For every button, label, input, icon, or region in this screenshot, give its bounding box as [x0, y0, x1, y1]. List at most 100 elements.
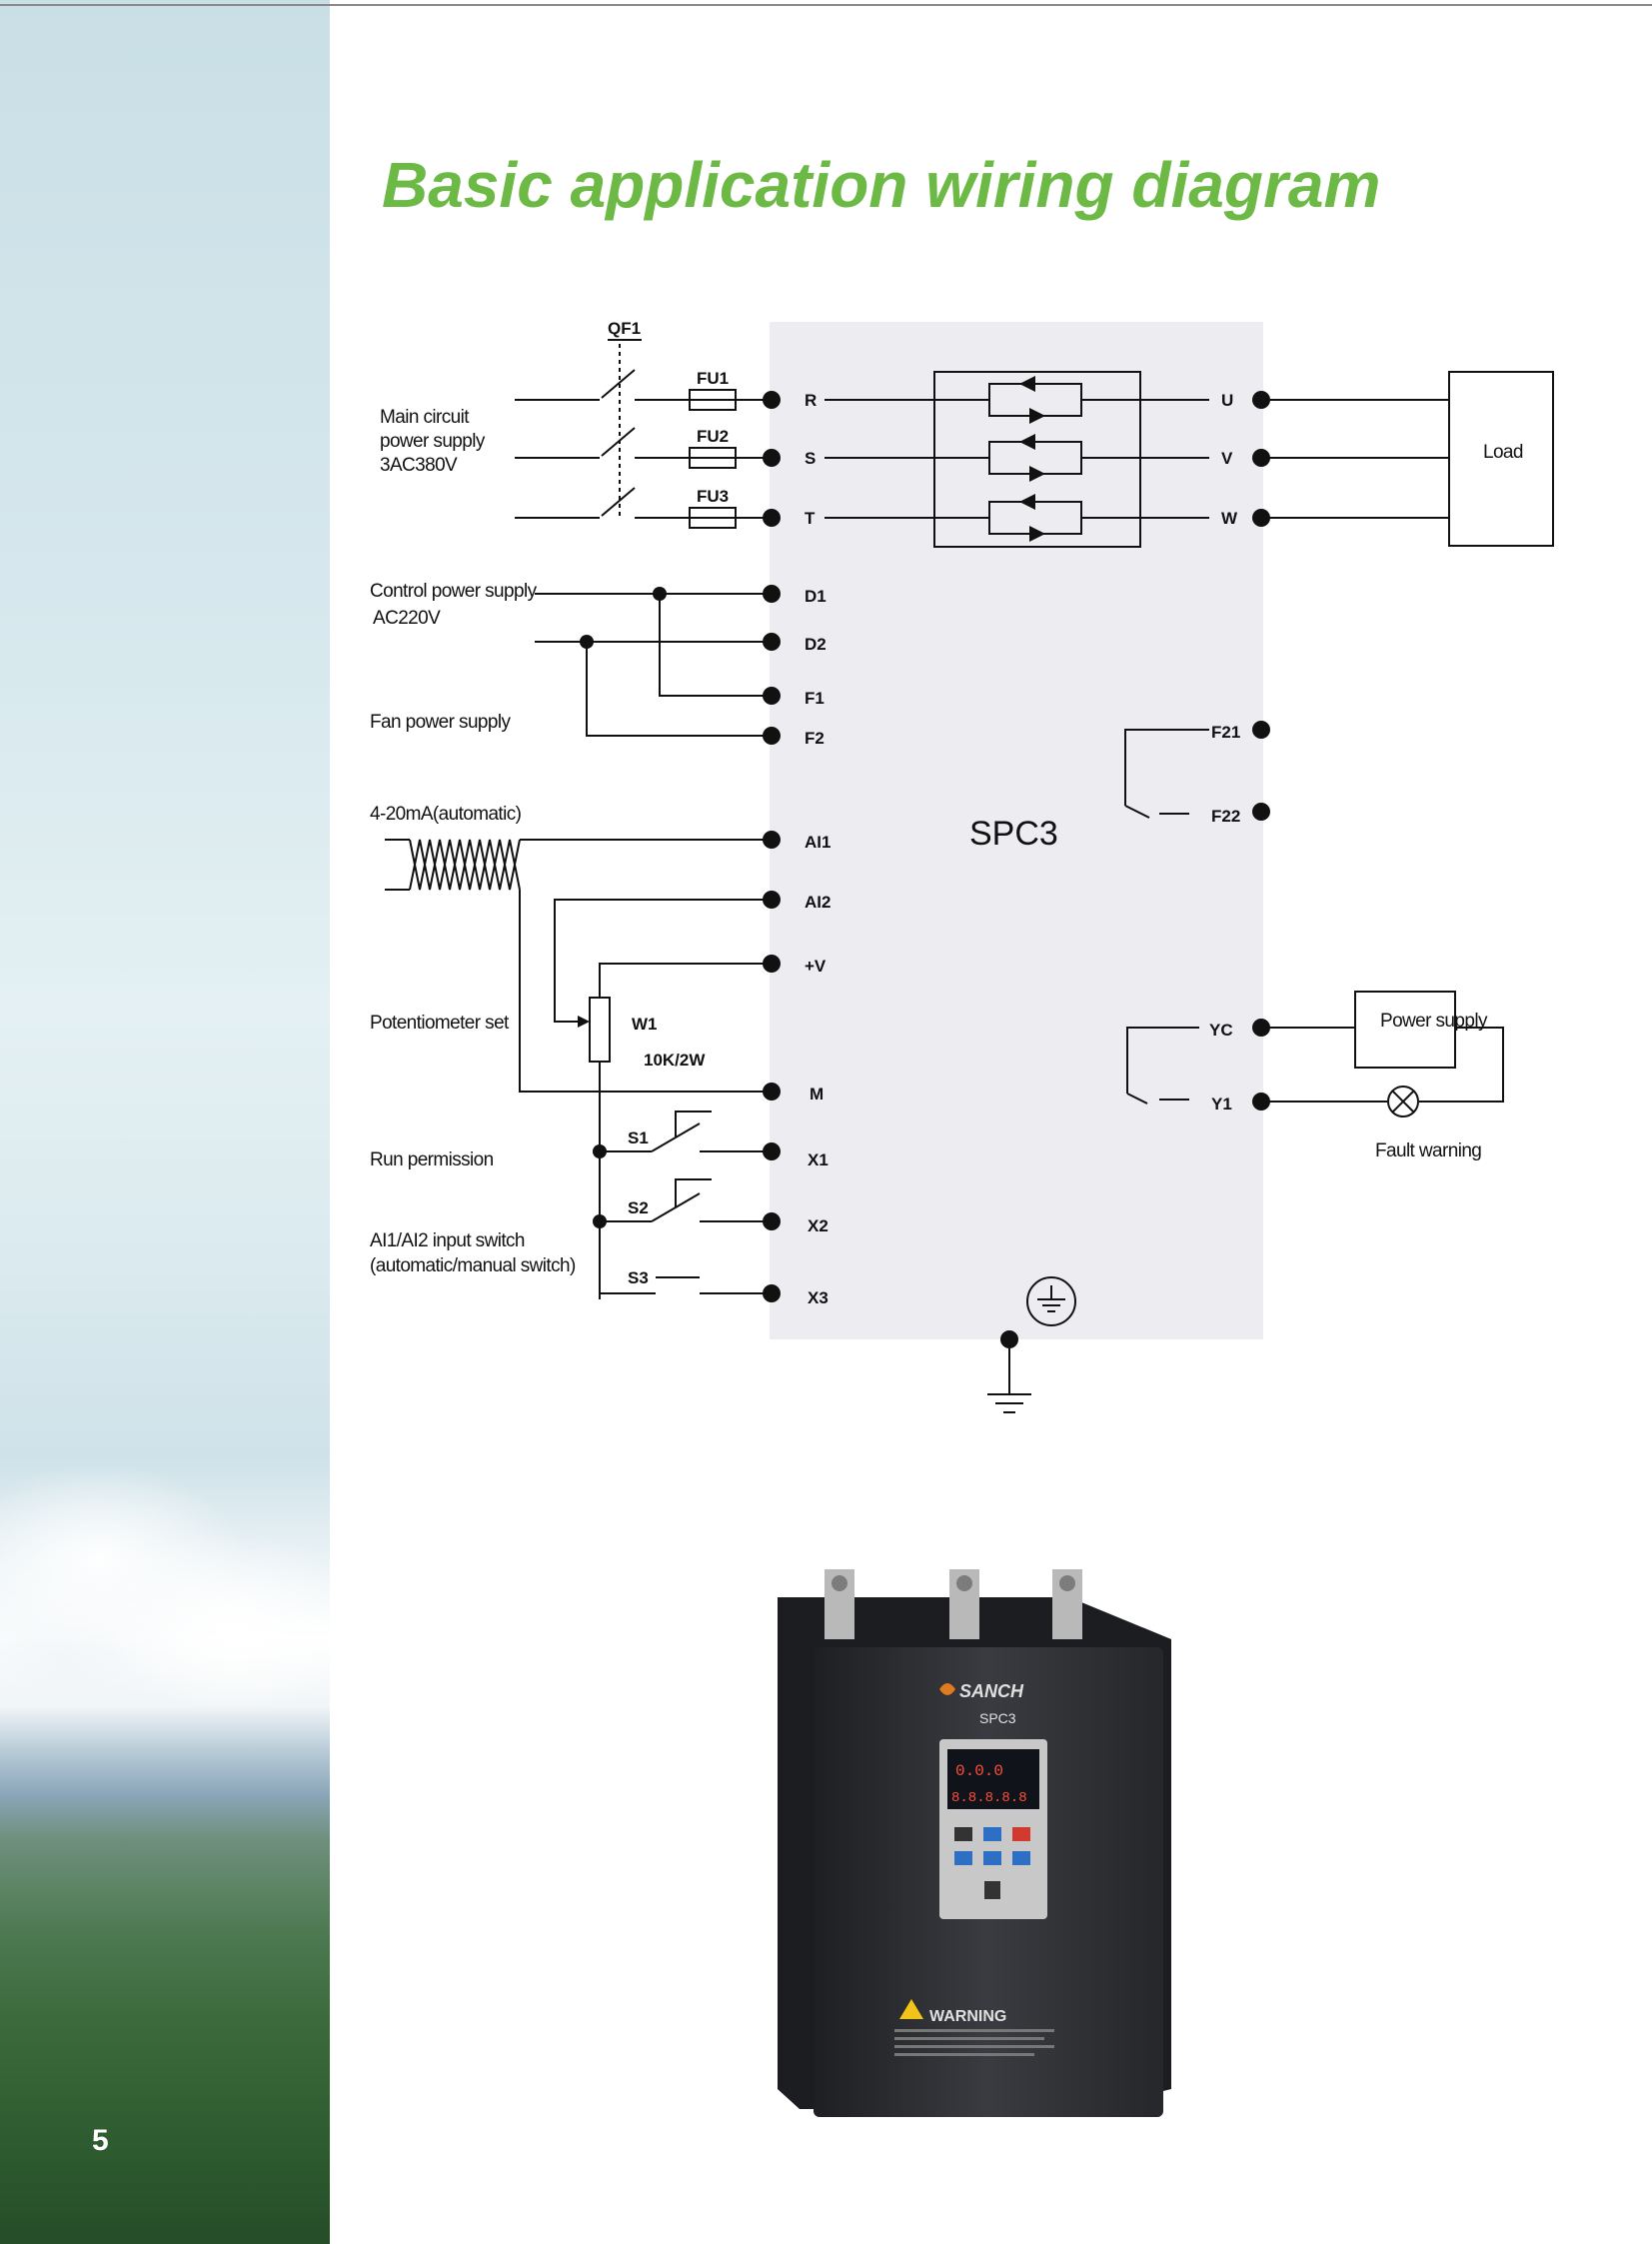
svg-text:3AC380V: 3AC380V	[380, 455, 458, 476]
fan-power-label: Fan power supply	[370, 712, 511, 733]
terminal-f2: F2	[763, 727, 825, 748]
svg-text:V: V	[1221, 449, 1233, 468]
fuse-fu3: FU3	[689, 487, 737, 529]
svg-text:F1: F1	[805, 689, 825, 708]
switch-s3: S3	[600, 1268, 772, 1294]
svg-text:power supply: power supply	[380, 431, 486, 452]
display-top-readout: 0.0.0	[955, 1762, 1003, 1780]
earth-ground-icon	[987, 1330, 1031, 1413]
svg-text:Power supply: Power supply	[1380, 1011, 1488, 1032]
analog-input-wiring	[385, 839, 772, 1093]
terminal-f22: F22	[1211, 803, 1270, 826]
potentiometer-w1: W1 10K/2W	[554, 899, 772, 1299]
svg-text:Main circuit: Main circuit	[380, 407, 470, 428]
switch-s1: S1	[593, 1111, 772, 1158]
fuse-fu1: FU1	[689, 369, 737, 411]
svg-text:+V: +V	[805, 957, 826, 976]
svg-text:X3: X3	[808, 1288, 828, 1307]
fault-lamp-icon	[1387, 1086, 1419, 1118]
svg-text:Load: Load	[1483, 442, 1523, 463]
terminal-d1: D1	[763, 585, 826, 606]
terminal-y1: Y1	[1211, 1093, 1270, 1114]
spc3-device-panel	[770, 322, 1263, 1339]
terminal-r: R	[763, 391, 817, 410]
svg-text:D1: D1	[805, 587, 826, 606]
page-title: Basic application wiring diagram	[382, 149, 1381, 221]
svg-text:10K/2W: 10K/2W	[644, 1051, 706, 1070]
key-run	[1012, 1827, 1030, 1841]
brand-logo: SANCH	[959, 1681, 1024, 1701]
svg-text:T: T	[805, 509, 816, 528]
ground-icon	[1026, 1276, 1076, 1326]
svg-text:FU1: FU1	[697, 369, 729, 388]
svg-text:Control power supply: Control power supply	[370, 581, 538, 602]
svg-text:(automatic/manual switch): (automatic/manual switch)	[370, 1255, 576, 1276]
svg-text:D2: D2	[805, 635, 826, 654]
key-left	[954, 1851, 972, 1865]
run-permission-label: Run permission	[370, 1149, 494, 1170]
control-power-wiring	[535, 587, 772, 737]
svg-text:YC: YC	[1209, 1021, 1233, 1040]
terminal-x2: X2	[763, 1212, 828, 1235]
terminal-f21: F21	[1211, 721, 1270, 742]
svg-text:M: M	[810, 1085, 824, 1104]
terminal-m: M	[763, 1083, 824, 1104]
svg-text:QF1: QF1	[608, 319, 641, 338]
control-power-label: Control power supply AC220V	[370, 581, 538, 629]
key-right	[1012, 1851, 1030, 1865]
brand-mark-icon	[939, 1683, 955, 1695]
svg-text:S3: S3	[628, 1268, 649, 1287]
sidebar-clouds	[0, 1459, 330, 1709]
svg-text:S: S	[805, 449, 816, 468]
display-bottom-readout: 8.8.8.8.8	[951, 1790, 1027, 1806]
power-supply-box: Power supply	[1354, 991, 1489, 1069]
terminal-f1: F1	[763, 687, 825, 708]
warning-icon	[899, 1999, 923, 2019]
svg-text:R: R	[805, 391, 817, 410]
terminal-d2: D2	[763, 633, 826, 654]
potentiometer-label: Potentiometer set	[370, 1013, 510, 1034]
svg-text:X1: X1	[808, 1150, 828, 1169]
terminal-x1: X1	[763, 1142, 828, 1169]
main-circuit-label: Main circuit power supply 3AC380V	[380, 407, 486, 476]
top-rule	[0, 4, 1652, 6]
svg-text:X2: X2	[808, 1216, 828, 1235]
led-display	[947, 1749, 1039, 1809]
sidebar-landscape-image	[0, 0, 330, 2244]
wiring-diagram: QF1 FU1 FU2 FU3 Main circuit power suppl…	[370, 319, 1554, 1413]
svg-text:FU3: FU3	[697, 487, 729, 506]
svg-text:F2: F2	[805, 729, 825, 748]
switch-s2: S2	[593, 1178, 772, 1228]
svg-text:AI2: AI2	[805, 893, 830, 912]
key-up	[983, 1827, 1001, 1841]
output-relay-contact	[1126, 1027, 1199, 1105]
svg-text:FU2: FU2	[697, 427, 729, 446]
fuse-fu2: FU2	[689, 427, 737, 469]
svg-text:S1: S1	[628, 1128, 649, 1147]
svg-text:AI1/AI2 input switch: AI1/AI2 input switch	[370, 1230, 525, 1251]
key-down	[983, 1851, 1001, 1865]
svg-text:F22: F22	[1211, 807, 1240, 826]
svg-text:F21: F21	[1211, 723, 1240, 742]
model-label: SPC3	[979, 1710, 1016, 1726]
terminal-s: S	[763, 449, 816, 468]
main-circuit-wiring	[515, 344, 772, 519]
fault-warning-circuit	[1261, 1027, 1504, 1103]
fault-warning-label: Fault warning	[1375, 1140, 1481, 1161]
warning-title: WARNING	[929, 2008, 1006, 2025]
thyristor-module	[825, 371, 1209, 548]
input-switch-label: AI1/AI2 input switch (automatic/manual s…	[370, 1230, 577, 1276]
analog-input-label: 4-20mA(automatic)	[370, 804, 522, 825]
svg-text:AI1: AI1	[805, 833, 830, 852]
device-name: SPC3	[969, 815, 1058, 853]
load-wiring	[1261, 399, 1449, 519]
key-esc	[954, 1827, 972, 1841]
terminal-x3: X3	[763, 1284, 828, 1307]
product-photo: SANCH SPC3 0.0.0 8.8.8.8.8 WARNING	[778, 1569, 1171, 2117]
svg-text:Y1: Y1	[1211, 1095, 1232, 1114]
terminal-t: T	[763, 509, 816, 528]
page-number: 5	[92, 2124, 109, 2157]
key-enter	[984, 1881, 1000, 1899]
breaker-qf1: QF1	[608, 319, 642, 341]
load-box: Load	[1448, 371, 1554, 547]
